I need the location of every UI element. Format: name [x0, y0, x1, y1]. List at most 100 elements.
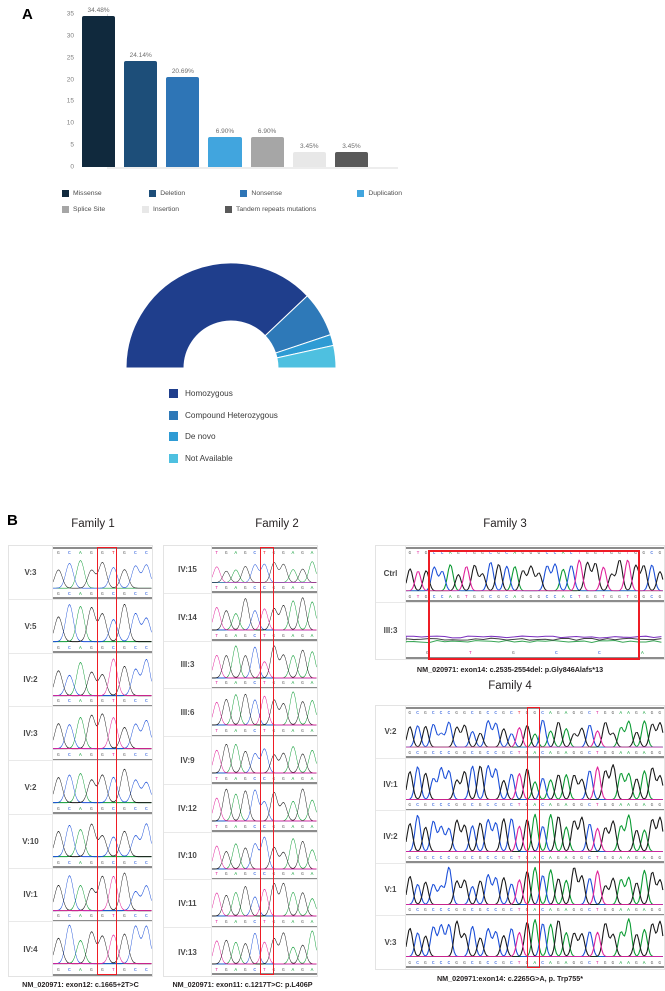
base-letter: C [134, 968, 137, 973]
base-letter: T [517, 750, 521, 756]
base-letter: G [301, 967, 305, 973]
base-letter: C [541, 710, 545, 716]
base-letter: G [521, 594, 525, 600]
base-letter: C [262, 824, 266, 830]
base-letter: T [215, 776, 219, 782]
legend-swatch [169, 432, 178, 441]
base-letter: C [134, 753, 137, 758]
base-letter: G [634, 960, 638, 966]
base-letter: A [234, 633, 238, 639]
x-axis-baseline [107, 167, 398, 169]
base-letter: T [595, 803, 599, 809]
trace-curves [53, 558, 152, 590]
sequence-rule [53, 758, 152, 760]
sequence-rule [53, 866, 152, 868]
base-letter: G [611, 960, 615, 966]
base-letter: G [123, 753, 126, 758]
donut-slice-not-available [276, 344, 337, 369]
base-letter: C [145, 806, 148, 812]
base-letter: T [112, 914, 115, 920]
base-letter: C [112, 860, 115, 866]
base-letter: G [525, 750, 529, 756]
base-letter: A [642, 855, 646, 861]
base-letter: A [627, 855, 631, 861]
base-letter: A [234, 681, 238, 687]
trace-curves [406, 604, 664, 650]
base-letter: T [112, 968, 115, 973]
base-letter: G [101, 968, 104, 973]
base-letter: G [634, 855, 638, 861]
bar-legend-item-insertion: Insertion [142, 206, 225, 213]
trace-curves [53, 601, 152, 644]
individual-id-V-5: V:5 [9, 599, 53, 653]
bar-column-tandem-repeats-mutations: 3.45% [334, 14, 368, 167]
legend-swatch [169, 389, 178, 398]
base-letter: C [486, 908, 490, 914]
base-letter: G [224, 920, 228, 926]
base-letter: T [112, 699, 115, 705]
base-letter: G [123, 968, 126, 973]
base-letter: C [555, 651, 558, 656]
base-letter: C [134, 914, 137, 920]
bar-legend-item-duplication: Duplication [357, 190, 402, 197]
base-letter: C [253, 920, 257, 926]
base-letter: G [282, 872, 285, 878]
base-letter: C [509, 803, 513, 809]
base-letter: G [537, 550, 541, 556]
base-letter: G [123, 860, 126, 866]
base-letter: A [549, 960, 553, 966]
base-letter: A [310, 967, 314, 973]
base-letter: G [611, 855, 615, 861]
trace-curves [53, 923, 152, 966]
legend-swatch [357, 190, 365, 197]
base-letter: G [123, 591, 126, 597]
base-letter: G [502, 710, 506, 716]
base-letter: G [90, 860, 93, 866]
panel-a-label: A [22, 6, 33, 23]
base-letter: G [593, 594, 597, 600]
base-letter: G [502, 803, 506, 809]
base-letter: C [134, 550, 137, 556]
base-letter: G [525, 710, 529, 716]
base-letter: A [234, 776, 238, 782]
base-letter: G [90, 645, 93, 651]
y-tick-10: 10 [66, 119, 74, 127]
base-letter: C [470, 855, 474, 861]
base-letter: G [478, 960, 482, 966]
base-letter: G [580, 803, 584, 809]
bar-legend-item-nonsense: Nonsense [240, 190, 357, 197]
sequence-rule [212, 877, 317, 880]
base-letter: G [572, 710, 576, 716]
sequence-rule [406, 600, 664, 602]
base-letter: C [112, 645, 115, 651]
sequence-rule [406, 808, 664, 811]
base-letter: G [463, 710, 467, 716]
base-letter: C [440, 550, 444, 556]
base-letter: C [145, 591, 148, 597]
base-letter: G [272, 872, 276, 878]
base-letter: G [301, 681, 305, 687]
base-letter: G [610, 594, 614, 600]
base-letter: C [416, 750, 420, 756]
base-letter: G [426, 651, 429, 656]
base-letter: A [627, 908, 631, 914]
bar-series: 34.48%24.14%20.69%6.90%6.90%3.45%3.45% [78, 7, 368, 167]
base-letter: C [416, 803, 420, 809]
base-letter: A [291, 872, 295, 878]
base-letter: C [447, 960, 451, 966]
base-letter: G [101, 645, 104, 651]
base-letter: A [79, 645, 82, 651]
base-letter: G [282, 585, 285, 591]
sequence-rule [53, 547, 152, 549]
